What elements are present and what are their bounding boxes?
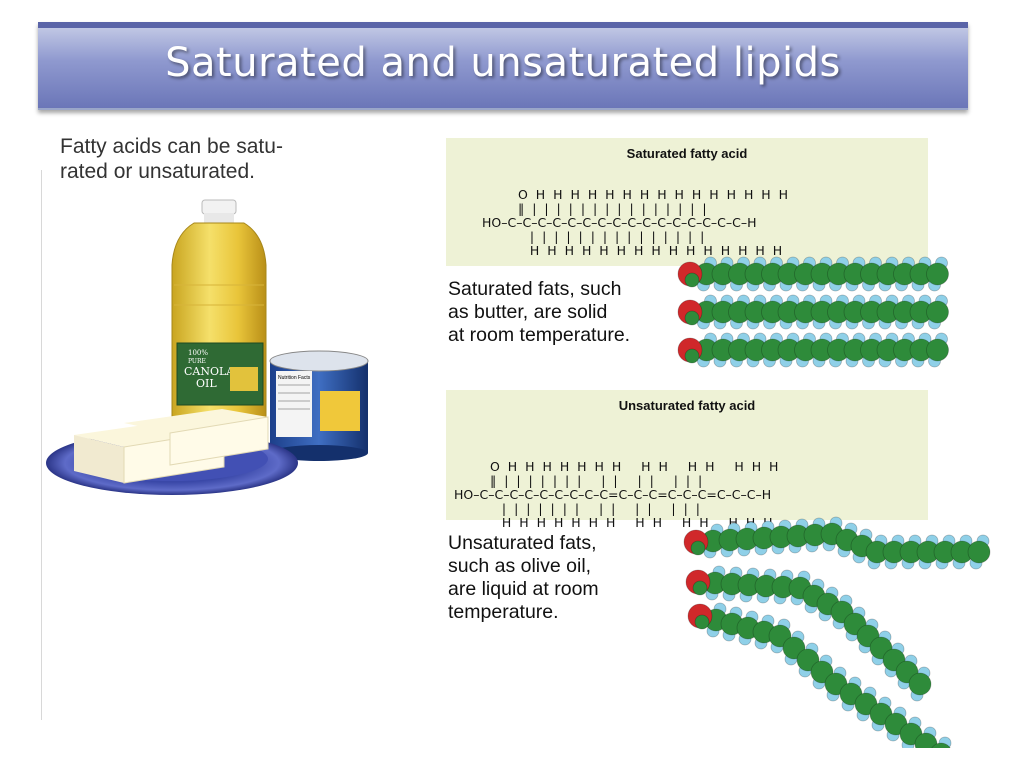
intro-line: Fatty acids can be satu- (60, 135, 283, 158)
saturated-heading: Saturated fatty acid (626, 146, 748, 161)
saturated-formula: O H H H H H H H H H H H H H H H‖ | | | |… (468, 174, 788, 258)
unsaturated-molecule-model (683, 516, 991, 748)
caption-line: as butter, are solid (448, 301, 608, 323)
carbon-atom (684, 348, 700, 364)
svg-text:CANOLA: CANOLA (184, 365, 235, 378)
caption-line: are liquid at room (448, 578, 599, 600)
carbon-atom (926, 338, 949, 362)
svg-text:PURE: PURE (188, 358, 206, 365)
saturated-molecule-model (677, 256, 949, 368)
carbon-atom (692, 580, 708, 596)
shortening-can-icon: Nutrition Facts (269, 350, 369, 461)
carbon-atom (684, 310, 700, 326)
caption-line: Unsaturated fats, (448, 532, 597, 554)
svg-text:Nutrition Facts: Nutrition Facts (278, 375, 311, 381)
formula-row: | | | | | | | | | | | | | | | (518, 229, 705, 244)
formula-row: HO–C–C–C–C–C–C–C–C–C–C–C–C–C–C–C–C–H (482, 215, 757, 230)
intro-text: Fatty acids can be satu- rated or unsatu… (60, 134, 330, 184)
intro-line: rated or unsaturated. (60, 160, 255, 183)
formula-row: ‖ | | | | | | | | | | | | | | (490, 473, 703, 488)
unsaturated-formula: O H H H H H H H H H H H H H H‖ | | | | |… (454, 446, 778, 530)
unsaturated-panel: Unsaturated fatty acid O H H H H H H H H… (446, 390, 928, 530)
unsaturated-caption: Unsaturated fats, such as olive oil, are… (448, 532, 599, 624)
formula-row: H H H H H H H H H H H H H H H (518, 243, 783, 258)
saturated-caption: Saturated fats, such as butter, are soli… (448, 278, 630, 347)
svg-text:OIL: OIL (196, 377, 217, 390)
fats-photo: 100% PURE CANOLA OIL Nutrition Facts (46, 199, 369, 495)
formula-row: HO–C–C–C–C–C–C–C–C–C=C–C–C=C–C–C=C–C–C–H (454, 487, 772, 502)
caption-line: such as olive oil, (448, 555, 592, 577)
formula-row: ‖ | | | | | | | | | | | | | | | (518, 201, 707, 216)
caption-line: at room temperature. (448, 324, 631, 346)
left-divider (41, 170, 42, 720)
caption-line: Saturated fats, such (448, 278, 622, 300)
carbon-atom (926, 262, 949, 286)
carbon-atom (684, 272, 700, 288)
formula-row: | | | | | | | | | | | | | | (490, 501, 700, 516)
carbon-atom (908, 672, 932, 696)
unsaturated-heading: Unsaturated fatty acid (618, 398, 756, 413)
caption-line: temperature. (448, 601, 559, 623)
formula-row: O H H H H H H H H H H H H H H H (518, 187, 789, 202)
butter-plate-icon (46, 409, 298, 495)
saturated-panel: Saturated fatty acid O H H H H H H H H H… (446, 138, 928, 266)
slide-title: Saturated and unsaturated lipids (165, 40, 841, 86)
carbon-atom (694, 614, 710, 630)
svg-text:100%: 100% (188, 349, 208, 357)
carbon-atom (931, 742, 951, 748)
title-bar: Saturated and unsaturated lipids (38, 22, 968, 110)
carbon-atom (926, 300, 949, 324)
canola-oil-bottle-icon: 100% PURE CANOLA OIL (171, 199, 267, 438)
carbon-atom (967, 540, 991, 564)
formula-row: O H H H H H H H H H H H H H H (490, 459, 779, 474)
carbon-atom (690, 540, 706, 556)
